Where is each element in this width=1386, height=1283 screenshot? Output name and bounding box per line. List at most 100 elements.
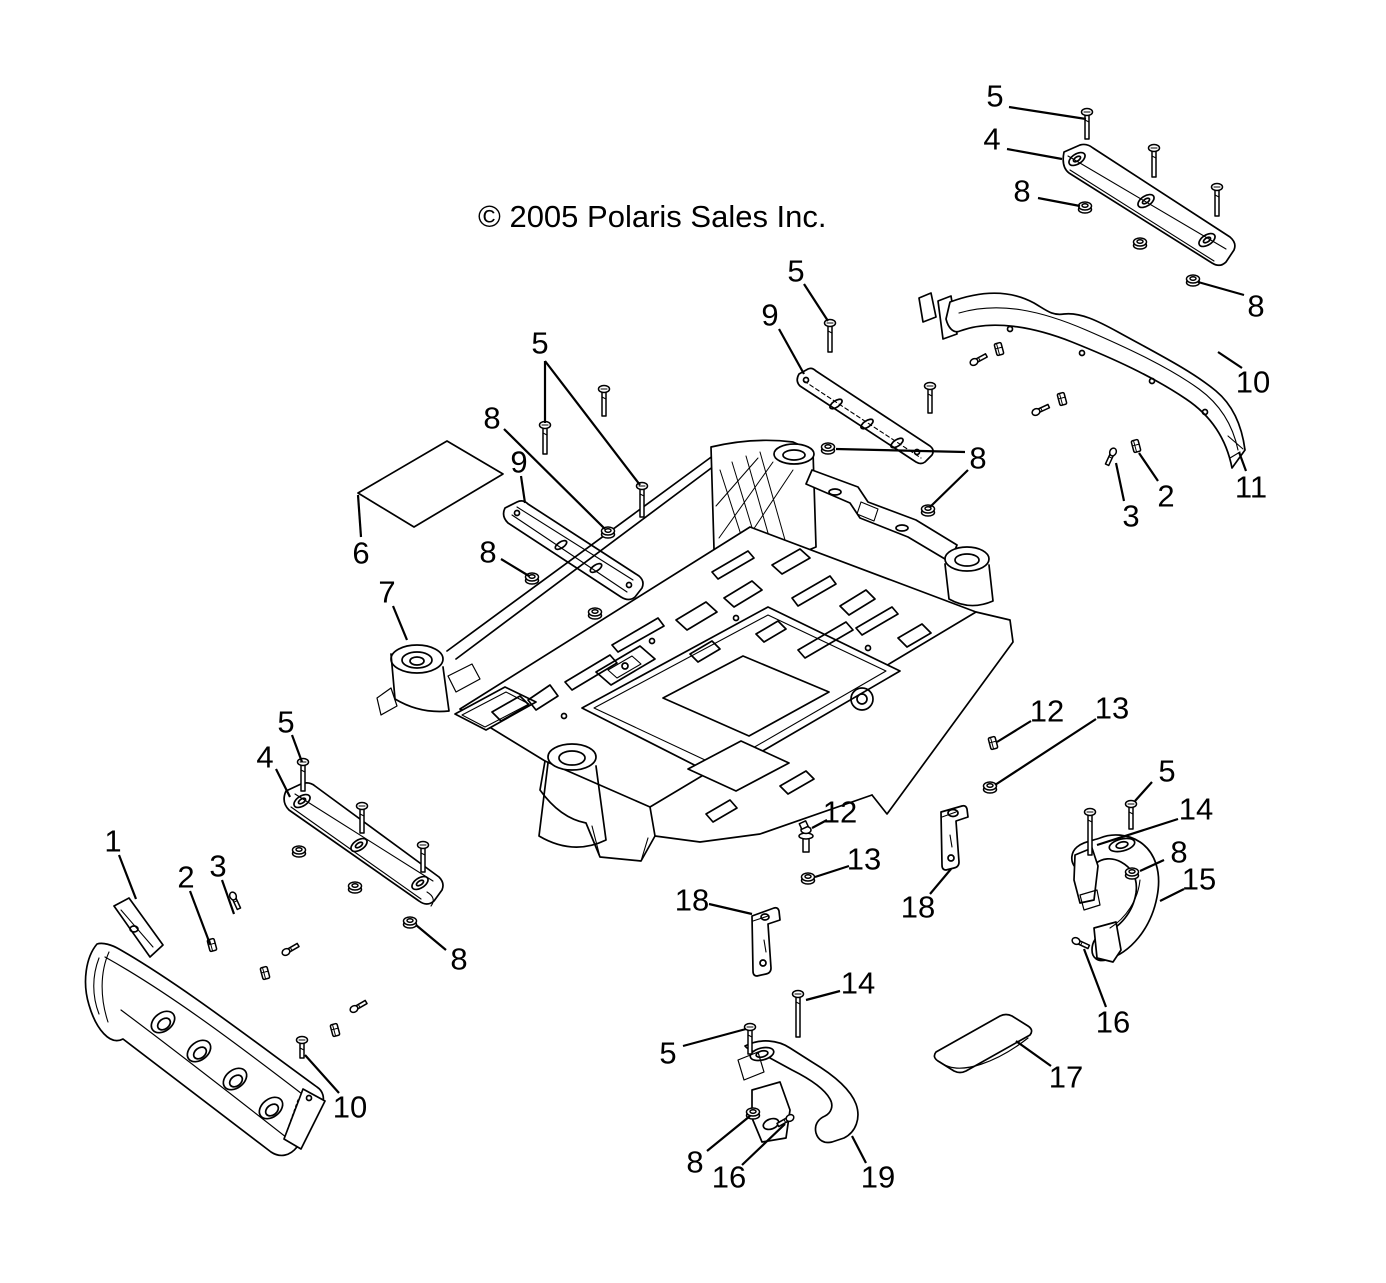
callout-label-9[interactable]: 9: [761, 298, 778, 333]
part-9-wear-strip-upper-shape: [828, 397, 843, 410]
callout-10-leader-line: [1217, 351, 1243, 369]
callout-label-8[interactable]: 8: [479, 535, 496, 570]
part-7-box-base-shape: [688, 741, 789, 791]
part-4-support-rail-lower-shape: [427, 892, 433, 906]
callout-label-1[interactable]: 1: [104, 824, 121, 859]
part-17-pad-shape: [940, 1038, 1028, 1068]
callout-label-5[interactable]: 5: [277, 705, 294, 740]
callout-label-2[interactable]: 2: [177, 860, 194, 895]
callout-label-8[interactable]: 8: [1013, 174, 1030, 209]
callout-label-5[interactable]: 5: [1158, 754, 1175, 789]
fastener-clip: [993, 341, 1005, 357]
callout-label-8[interactable]: 8: [450, 942, 467, 977]
callout-1-leader-line: [117, 854, 138, 900]
callout-label-8[interactable]: 8: [686, 1145, 703, 1180]
fastener-clip: [259, 965, 271, 981]
callout-label-2[interactable]: 2: [1157, 479, 1174, 514]
callout-8-leader-line: [415, 924, 447, 951]
part-7-box-base-shape: [851, 688, 873, 710]
callout-label-16[interactable]: 16: [1096, 1005, 1130, 1040]
part-7-box-base-shape: [896, 525, 908, 531]
callout-12-leader-line: [996, 720, 1032, 743]
callout-18-leader-line: [929, 868, 952, 895]
callout-label-5[interactable]: 5: [787, 254, 804, 289]
fastener-nut: [347, 881, 363, 894]
callout-label-13[interactable]: 13: [1095, 691, 1129, 726]
callout-label-12[interactable]: 12: [1030, 694, 1064, 729]
callout-label-8[interactable]: 8: [1170, 835, 1187, 870]
part-11-side-rail-shape: [1008, 327, 1013, 332]
callout-label-5[interactable]: 5: [986, 79, 1003, 114]
callout-label-3[interactable]: 3: [1122, 499, 1139, 534]
callout-label-14[interactable]: 14: [1179, 792, 1213, 827]
callout-label-14[interactable]: 14: [841, 966, 875, 1001]
fastener-nut: [800, 872, 816, 885]
fastener-clip: [329, 1022, 341, 1038]
part-7-box-base-shape: [548, 744, 596, 770]
part-1-rear-bumper-shape: [191, 1045, 208, 1061]
part-4-support-rail-upper: [1063, 144, 1235, 265]
callout-label-9[interactable]: 9: [510, 445, 527, 480]
part-7-box-base-shape: [945, 547, 989, 571]
callout-label-10[interactable]: 10: [333, 1090, 367, 1125]
callout-label-4[interactable]: 4: [256, 740, 273, 775]
part-1-rear-bumper-shape: [255, 1093, 287, 1123]
callout-label-6[interactable]: 6: [352, 536, 369, 571]
callout-label-17[interactable]: 17: [1049, 1060, 1083, 1095]
callout-5-leader-line: [803, 283, 829, 322]
part-7-box-base-shape: [594, 615, 886, 767]
part-17-pad-shape: [934, 1015, 1031, 1073]
callout-label-12[interactable]: 12: [823, 795, 857, 830]
part-1-rear-bumper-shape: [227, 1073, 244, 1089]
part-7-box-base-shape: [562, 714, 567, 719]
fastener-screw-vertical: [355, 801, 369, 834]
callout-label-16[interactable]: 16: [712, 1160, 746, 1195]
fastener-screw-vertical: [296, 757, 310, 792]
part-7-box-base-shape: [756, 621, 786, 642]
part-1-rear-bumper-shape: [114, 898, 163, 957]
callout-label-3[interactable]: 3: [209, 849, 226, 884]
part-19-handle-bottom-shape: [749, 1045, 775, 1062]
part-15-handle-right-shape: [1094, 922, 1121, 962]
part-1-rear-bumper-shape: [183, 1036, 215, 1066]
callout-label-10[interactable]: 10: [1236, 365, 1270, 400]
part-7-box-base-shape: [792, 576, 836, 606]
part-7-box-base-shape: [772, 549, 810, 574]
fastener-screw-vertical: [1147, 143, 1161, 178]
fastener-nut: [291, 845, 307, 858]
part-1-rear-bumper-shape: [130, 926, 138, 932]
callout-label-4[interactable]: 4: [983, 122, 1000, 157]
callout-label-5[interactable]: 5: [531, 326, 548, 361]
callout-label-19[interactable]: 19: [861, 1160, 895, 1195]
callout-14-leader-line: [805, 989, 841, 1002]
part-1-rear-bumper-shape: [284, 1089, 325, 1149]
part-7-box-base-shape: [780, 771, 814, 794]
fastener-screw-vertical: [743, 1022, 757, 1055]
callout-label-5[interactable]: 5: [659, 1036, 676, 1071]
callout-8-leader-line: [1037, 196, 1081, 208]
callout-label-11[interactable]: 11: [1235, 470, 1267, 505]
callout-label-8[interactable]: 8: [483, 401, 500, 436]
part-1-rear-bumper-shape: [147, 1007, 179, 1037]
fastener-nut: [587, 607, 603, 620]
part-7-box-base-shape: [716, 452, 793, 554]
part-11-side-rail-shape: [946, 293, 1245, 468]
callout-label-18[interactable]: 18: [901, 890, 935, 925]
callout-label-8[interactable]: 8: [1247, 289, 1264, 324]
callout-label-18[interactable]: 18: [675, 883, 709, 918]
part-1-rear-bumper-shape: [263, 1102, 280, 1118]
part-7-box-base-shape: [806, 470, 957, 562]
fastener-nut: [402, 916, 418, 929]
callout-label-15[interactable]: 15: [1182, 862, 1216, 897]
callout-15-leader-line: [1159, 888, 1185, 902]
callout-8-leader-line: [835, 447, 966, 454]
part-9-wear-strip-lower-shape: [504, 501, 643, 600]
fastener-screw-diagonal: [1071, 936, 1091, 950]
callout-label-7[interactable]: 7: [378, 575, 395, 610]
callout-label-13[interactable]: 13: [847, 842, 881, 877]
part-7-box-base-shape: [410, 657, 424, 665]
part-9-wear-strip-lower-shape: [512, 507, 633, 592]
copyright-text: © 2005 Polaris Sales Inc.: [478, 199, 827, 234]
part-9-wear-strip-lower: [504, 501, 643, 600]
callout-label-8[interactable]: 8: [969, 441, 986, 476]
